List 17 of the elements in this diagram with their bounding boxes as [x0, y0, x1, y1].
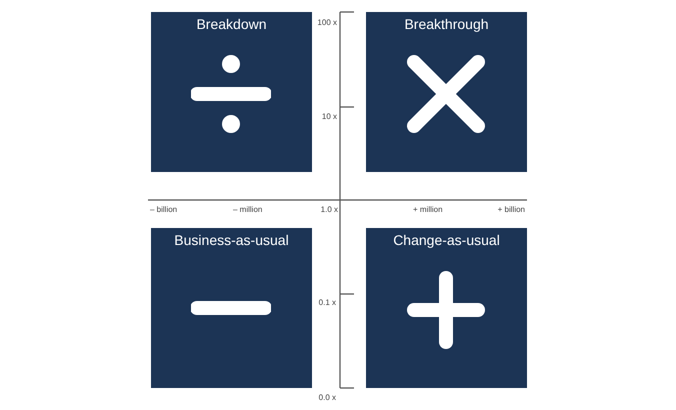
axis-tick-label: – million [233, 205, 262, 214]
quadrant-panel [151, 228, 312, 388]
quadrant-panel [151, 12, 312, 172]
quadrant-panel [366, 228, 527, 388]
axis-tick-label: 100 x [317, 18, 337, 27]
axis-tick-label: 0.0 x [318, 393, 336, 402]
axis-tick-label: 10 x [322, 112, 337, 121]
axis-tick-label: 0.1 x [318, 298, 336, 307]
quadrant-title: Breakdown [195, 16, 268, 32]
quadrant-title: Business-as-usual [173, 232, 290, 248]
quadrant-title: Change-as-usual [392, 232, 501, 248]
axis-tick-label: + million [413, 205, 443, 214]
axis-tick-label: – billion [150, 205, 178, 214]
quadrant-panel [366, 12, 527, 172]
axis-tick-label: 1.0 x [320, 205, 338, 214]
quadrant-title: Breakthrough [403, 16, 490, 32]
axis-tick-label: + billion [498, 205, 525, 214]
